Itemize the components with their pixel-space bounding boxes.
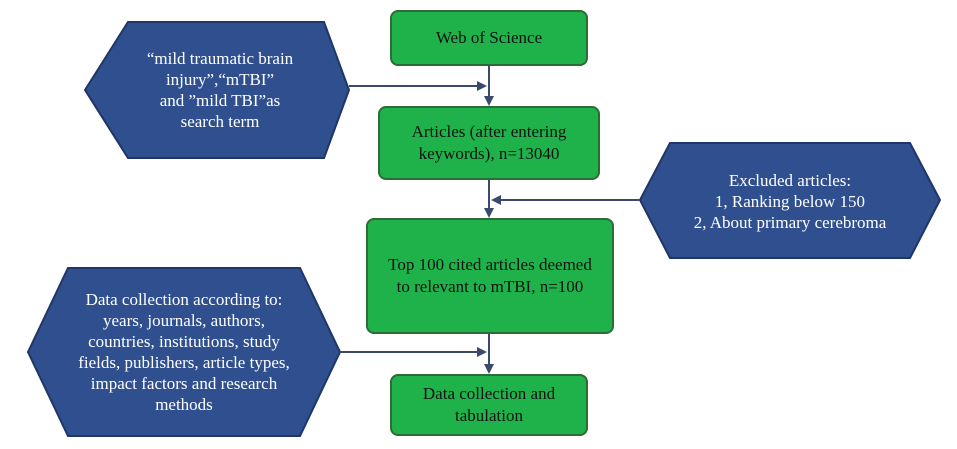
search-term-text: “mild traumatic brain injury”,“mTBI” and… — [110, 24, 330, 156]
excluded-articles-label: Excluded articles: 1, Ranking below 150 … — [693, 170, 887, 232]
search-term-hexagon — [83, 21, 351, 159]
excluded-articles-text: Excluded articles: 1, Ranking below 150 … — [665, 146, 915, 256]
articles-box: Articles (after entering keywords), n=13… — [378, 106, 600, 180]
web-of-science-label: Web of Science — [435, 28, 543, 47]
articles-label: Articles (after entering keywords), n=13… — [411, 122, 567, 163]
top100-box: Top 100 cited articles deemed to relevan… — [366, 218, 614, 334]
search-term-label: “mild traumatic brain injury”,“mTBI” and… — [146, 49, 294, 131]
data-collection-label: Data collection and tabulation — [422, 384, 556, 425]
excluded-articles-hexagon — [638, 142, 942, 259]
collection-criteria-text: Data collection according to: years, jou… — [48, 272, 320, 432]
data-collection-box: Data collection and tabulation — [390, 374, 588, 436]
web-of-science-box: Web of Science — [390, 10, 588, 66]
top100-label: Top 100 cited articles deemed to relevan… — [388, 255, 592, 296]
collection-criteria-label: Data collection according to: years, jou… — [78, 290, 290, 414]
